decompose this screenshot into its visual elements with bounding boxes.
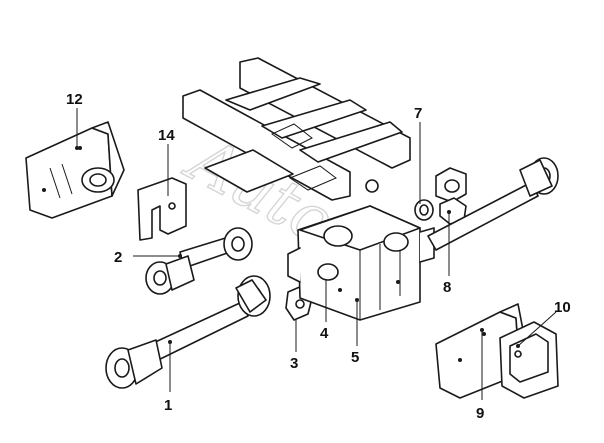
callout-9: 9 (476, 405, 484, 422)
callout-12: 12 (66, 91, 83, 108)
part-2-short-shaft (145, 227, 253, 295)
part-1-long-shaft (105, 275, 271, 389)
callout-7: 7 (414, 105, 422, 122)
part-14-bracket (137, 177, 187, 241)
part-8-flange (435, 167, 467, 225)
part-10-bracket (499, 321, 559, 399)
leader-lines (75, 108, 557, 400)
callout-14: 14 (158, 127, 175, 144)
part-5-transfer-case (287, 205, 435, 321)
callout-8: 8 (443, 279, 451, 296)
callout-2: 2 (114, 249, 122, 266)
part-7-seal-ring (414, 199, 434, 221)
callout-3: 3 (290, 355, 298, 372)
part-12-bracket (25, 121, 125, 219)
callout-1: 1 (164, 397, 172, 414)
callout-4: 4 (320, 325, 329, 342)
callout-5: 5 (351, 349, 359, 366)
callout-10: 10 (554, 299, 571, 316)
subframe (182, 57, 411, 201)
rear-drive-shaft (427, 157, 559, 251)
